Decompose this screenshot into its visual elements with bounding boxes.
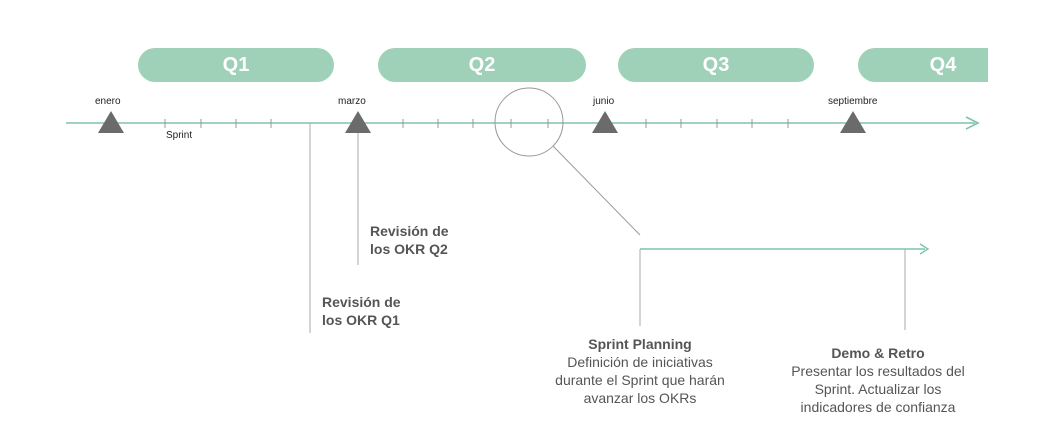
quarter-label: Q4 — [929, 53, 957, 76]
month-label-marzo: marzo — [338, 96, 366, 107]
month-label-junio: junio — [593, 96, 615, 107]
month-marker-septiembre — [840, 111, 866, 133]
zoom-circle — [494, 87, 564, 157]
demo-retro-line1: Presentar los resultados del — [791, 363, 965, 379]
demo-retro-line2: Sprint. Actualizar los — [814, 381, 942, 397]
sprint-label: Sprint — [166, 130, 193, 141]
sprint-ticks — [164, 119, 789, 128]
okr-q2-line2: los OKR Q2 — [370, 241, 448, 257]
sprint-planning-note: Sprint Planning Definición de iniciativa… — [535, 335, 745, 407]
month-marker-junio — [592, 111, 618, 133]
okr-q2-review-note: Revisión de los OKR Q2 — [370, 222, 449, 258]
timeline-arrowhead — [965, 116, 980, 130]
month-marker-enero — [98, 111, 124, 133]
okr-q1-line1: Revisión de — [322, 294, 401, 310]
okr-q1-review-note: Revisión de los OKR Q1 — [322, 293, 401, 329]
quarter-pill-q3: Q3 — [618, 48, 814, 82]
month-label-septiembre: septiembre — [828, 96, 878, 107]
okr-q1-line2: los OKR Q1 — [322, 312, 400, 328]
sprint-detail-arrowhead — [919, 243, 930, 255]
quarter-label: Q1 — [222, 53, 250, 76]
month-label-enero: enero — [95, 96, 121, 107]
month-marker-marzo — [345, 111, 371, 133]
okr-q2-line1: Revisión de — [370, 223, 449, 239]
sprint-planning-line1: Definición de iniciativas — [567, 354, 713, 370]
quarter-pill-q1: Q1 — [138, 48, 334, 82]
sprint-planning-line2: durante el Sprint que harán — [555, 372, 725, 388]
demo-retro-line3: indicadores de confianza — [800, 399, 956, 415]
demo-retro-note: Demo & Retro Presentar los resultados de… — [768, 344, 988, 416]
quarter-label: Q3 — [702, 53, 730, 76]
sprint-planning-line3: avanzar los OKRs — [583, 390, 697, 406]
zoom-connector — [552, 145, 641, 236]
quarter-pill-q2: Q2 — [378, 48, 586, 82]
quarter-label: Q2 — [468, 53, 496, 76]
quarter-pill-q4: Q4 — [858, 48, 988, 82]
demo-retro-title: Demo & Retro — [831, 345, 925, 361]
sprint-planning-title: Sprint Planning — [588, 336, 692, 352]
